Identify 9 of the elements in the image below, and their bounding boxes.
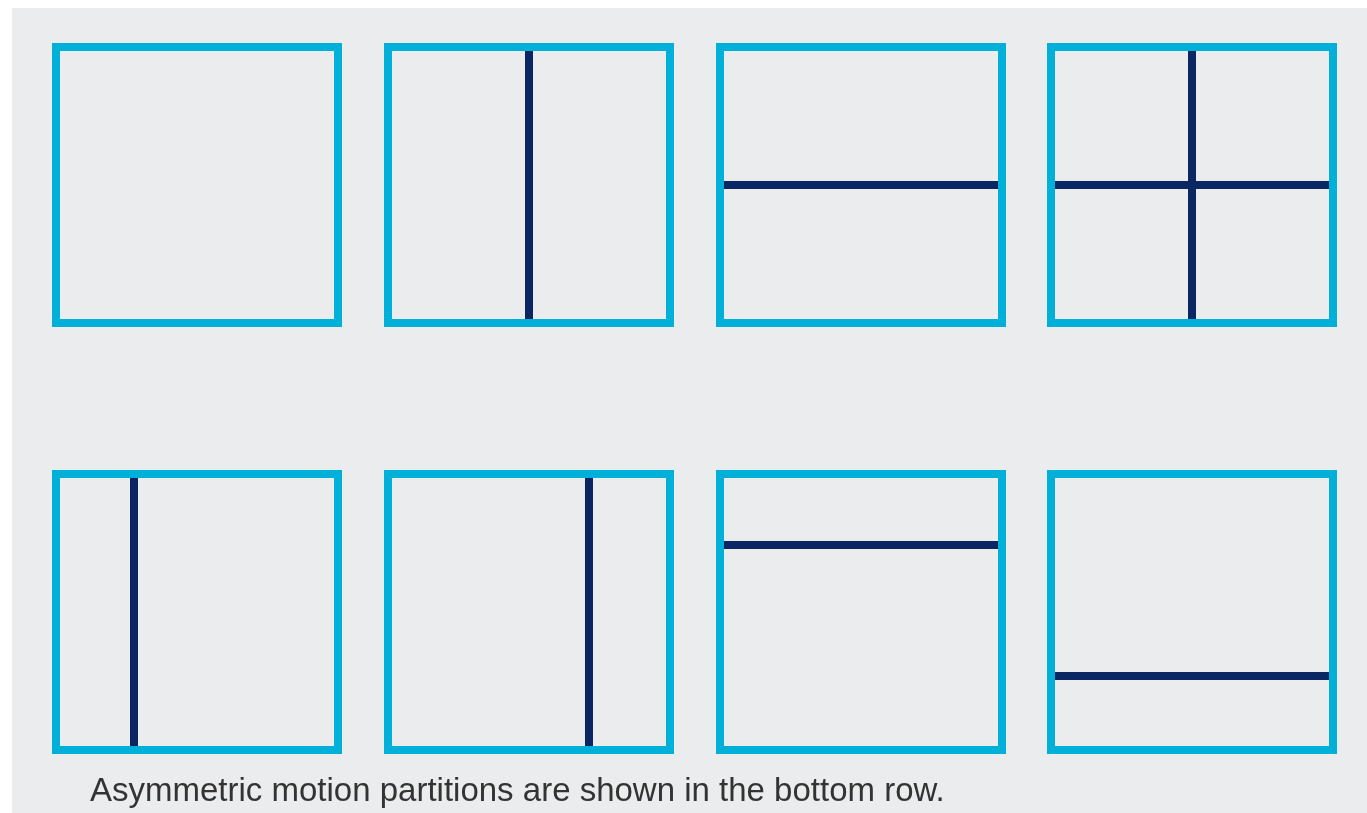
partition-square xyxy=(716,43,1006,327)
partition-square xyxy=(716,470,1006,754)
caption: Asymmetric motion partitions are shown in the bottom row. xyxy=(90,770,945,810)
partition-square xyxy=(1047,470,1337,754)
partition-square xyxy=(52,43,342,327)
partition-square xyxy=(1047,43,1337,327)
partition-square xyxy=(52,470,342,754)
partition-square xyxy=(384,43,674,327)
partition-square xyxy=(384,470,674,754)
